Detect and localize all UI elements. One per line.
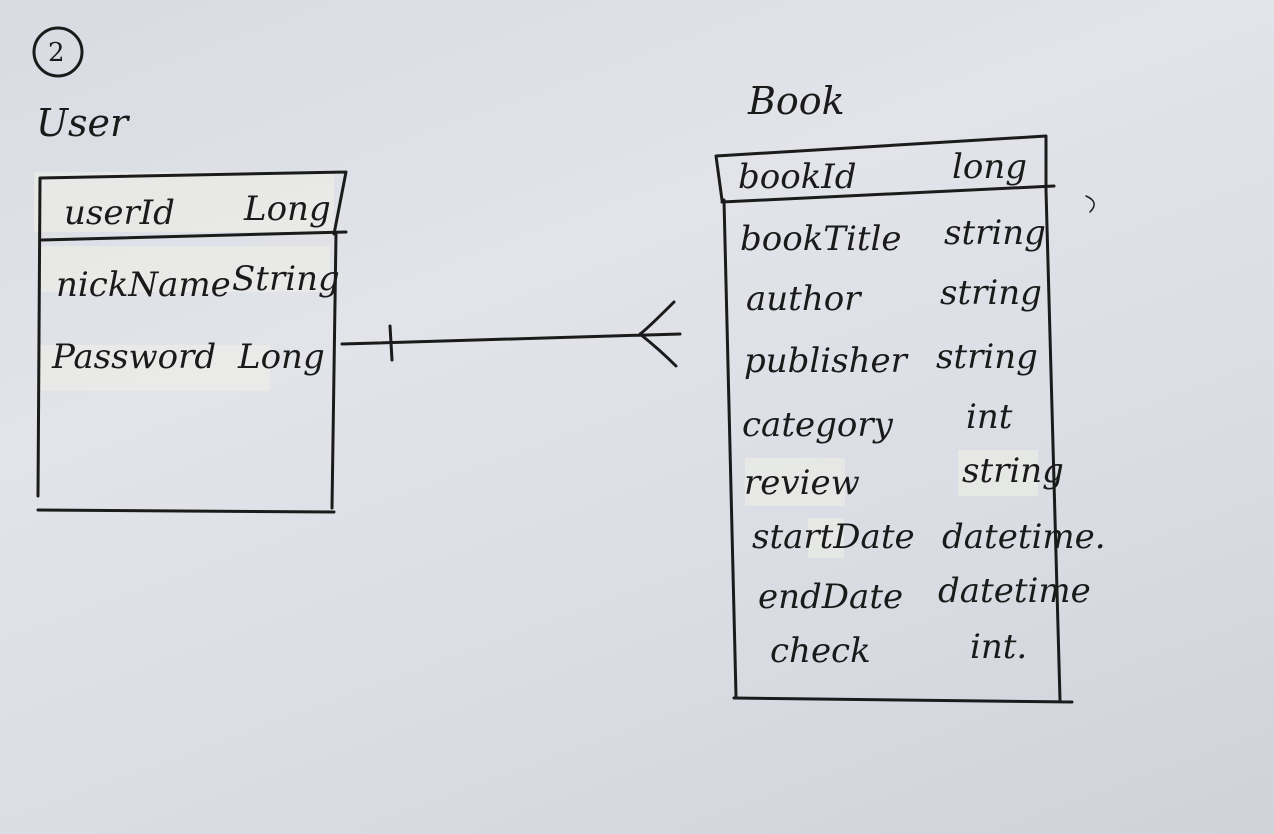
tape-strip bbox=[40, 246, 330, 292]
book-field-name: startDate bbox=[752, 517, 915, 557]
book-field-name: category bbox=[742, 405, 893, 445]
user-entity-box bbox=[36, 170, 348, 514]
user-pk-name: userId bbox=[64, 193, 175, 233]
user-field-type: String bbox=[232, 259, 340, 299]
user-pk-divider bbox=[40, 230, 348, 242]
many-crowfoot bbox=[638, 300, 678, 368]
book-field-type: datetime bbox=[938, 571, 1091, 611]
tape-strip bbox=[958, 450, 1038, 496]
book-field-name: review bbox=[744, 463, 860, 503]
book-field-name: publisher bbox=[744, 341, 907, 381]
book-field-type: int. bbox=[970, 627, 1028, 667]
book-field-name: author bbox=[746, 279, 861, 319]
book-field-type: string bbox=[944, 213, 1046, 253]
tape-strip bbox=[40, 345, 270, 391]
book-field-type: string bbox=[936, 337, 1038, 377]
tape-strip bbox=[745, 458, 845, 506]
book-entity-title: Book bbox=[748, 79, 845, 123]
book-field-type: string bbox=[962, 451, 1064, 491]
user-field-name: nickName bbox=[56, 265, 231, 305]
tape-strip bbox=[808, 518, 844, 558]
book-pk-divider bbox=[720, 184, 1056, 204]
book-field-type: string bbox=[940, 273, 1042, 313]
relationship-line bbox=[340, 332, 682, 346]
user-field-name: Password bbox=[52, 337, 217, 377]
page-number-circle bbox=[32, 26, 84, 78]
book-field-name: check bbox=[770, 631, 871, 671]
one-cardinality-tick bbox=[388, 324, 394, 362]
user-pk-type: Long bbox=[244, 189, 331, 229]
book-pk-type: long bbox=[952, 147, 1028, 187]
book-entity-box bbox=[714, 134, 1074, 704]
book-field-type: datetime. bbox=[942, 517, 1106, 557]
page-number: 2 bbox=[48, 38, 65, 68]
book-field-name: endDate bbox=[758, 577, 904, 617]
book-pk-name: bookId bbox=[738, 157, 857, 197]
user-entity-title: User bbox=[36, 101, 129, 145]
user-field-type: Long bbox=[238, 337, 325, 377]
stray-mark bbox=[1085, 195, 1095, 213]
book-field-type: int bbox=[966, 397, 1013, 437]
book-field-name: bookTitle bbox=[740, 219, 902, 259]
tape-strip bbox=[34, 172, 334, 232]
